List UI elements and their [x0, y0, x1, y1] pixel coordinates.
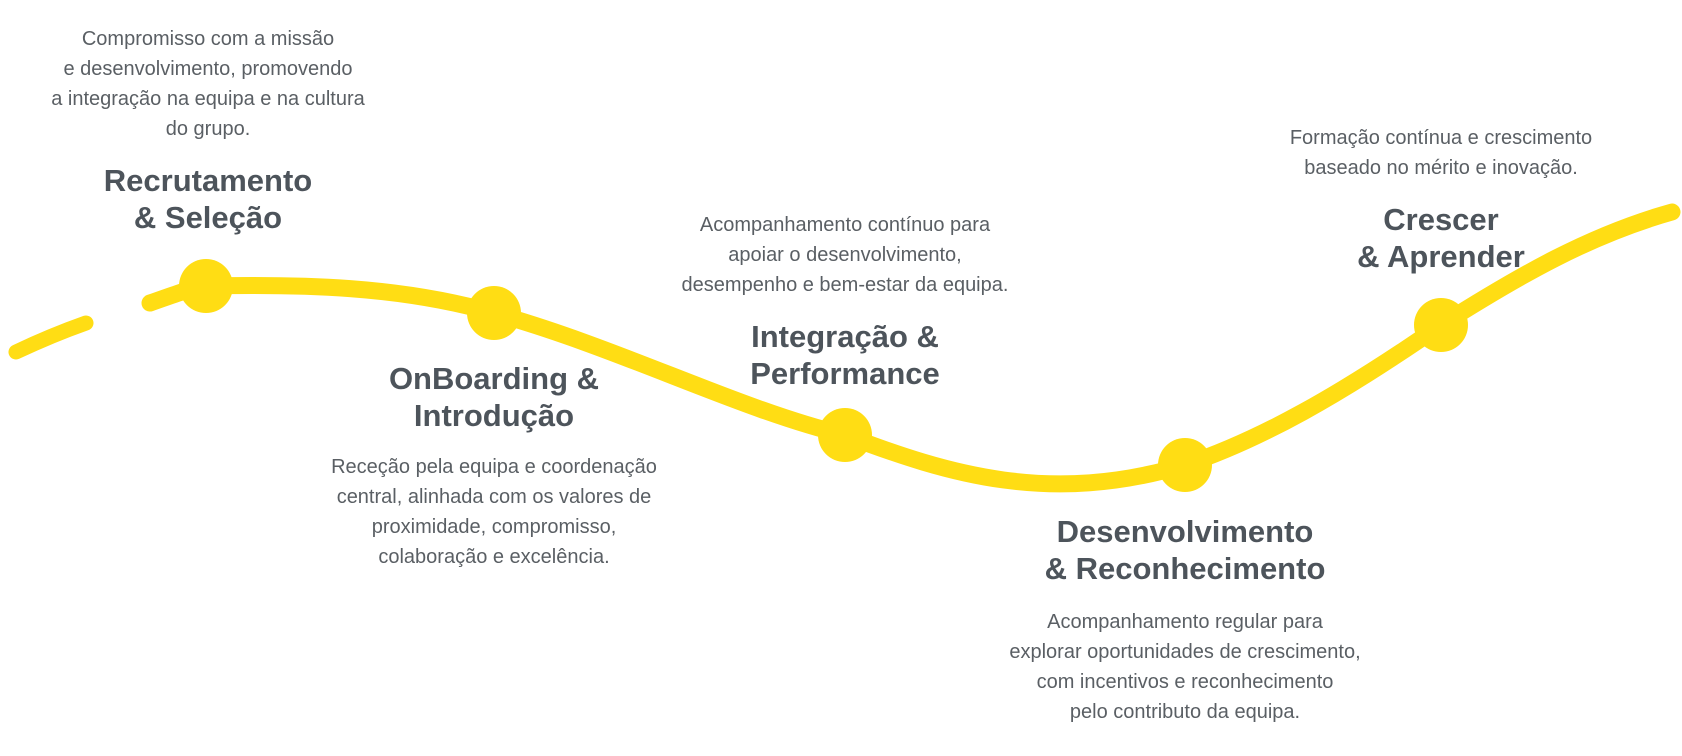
desc-line: Acompanhamento contínuo para — [699, 214, 991, 236]
stage-description-desenvolvimento: Acompanhamento regular para explorar opo… — [965, 607, 1405, 727]
title-line: Crescer — [1383, 202, 1499, 237]
title-line: Introdução — [413, 398, 575, 433]
desc-line: proximidade, compromisso, — [371, 516, 617, 538]
stage-marker-onboarding — [467, 286, 521, 340]
stage-marker-integracao — [818, 408, 872, 462]
desc-line: a integração na equipa e na cultura — [51, 88, 365, 110]
stage-description-recrutamento: Compromisso com a missão e desenvolvimen… — [8, 24, 408, 144]
stage-marker-desenvolvimento — [1158, 438, 1212, 492]
desc-line: colaboração e excelência. — [378, 546, 610, 568]
desc-line: desempenho e bem-estar da equipa. — [681, 274, 1009, 296]
stage-marker-crescer — [1414, 298, 1468, 352]
stage-title-crescer: Crescer & Aprender — [1291, 201, 1591, 275]
stage-title-integracao: Integração & Performance — [695, 318, 995, 392]
stage-marker-recrutamento — [179, 259, 233, 313]
stage-title-desenvolvimento: Desenvolvimento & Reconhecimento — [1015, 513, 1355, 587]
desc-line: central, alinhada com os valores de — [336, 486, 652, 508]
desc-line: apoiar o desenvolvimento, — [728, 244, 962, 266]
title-line: Integração & — [751, 319, 939, 354]
stage-description-onboarding: Receção pela equipa e coordenação centra… — [294, 452, 694, 572]
desc-line: baseado no mérito e inovação. — [1304, 157, 1578, 179]
desc-line: Acompanhamento regular para — [1047, 611, 1323, 633]
title-line: & Seleção — [133, 200, 283, 235]
stage-title-recrutamento: Recrutamento & Seleção — [58, 162, 358, 236]
desc-line: pelo contributo da equipa. — [1069, 701, 1301, 723]
desc-line: e desenvolvimento, promovendo — [63, 58, 353, 80]
desc-line: Receção pela equipa e coordenação — [331, 456, 657, 478]
stage-title-onboarding: OnBoarding & Introdução — [344, 360, 644, 434]
title-line: Performance — [750, 356, 940, 391]
desc-line: Formação contínua e crescimento — [1289, 127, 1593, 149]
desc-line: Compromisso com a missão — [81, 28, 335, 50]
path-dash-start — [8, 315, 94, 360]
title-line: & Aprender — [1357, 239, 1525, 274]
title-line: Recrutamento — [103, 163, 313, 198]
title-line: & Reconhecimento — [1044, 551, 1326, 586]
title-line: OnBoarding & — [388, 361, 600, 396]
stage-description-integracao: Acompanhamento contínuo para apoiar o de… — [645, 210, 1045, 300]
desc-line: do grupo. — [165, 118, 251, 140]
desc-line: explorar oportunidades de crescimento, — [1009, 641, 1361, 663]
desc-line: com incentivos e reconhecimento — [1036, 671, 1334, 693]
stage-description-crescer: Formação contínua e crescimento baseado … — [1241, 123, 1641, 183]
title-line: Desenvolvimento — [1056, 514, 1314, 549]
